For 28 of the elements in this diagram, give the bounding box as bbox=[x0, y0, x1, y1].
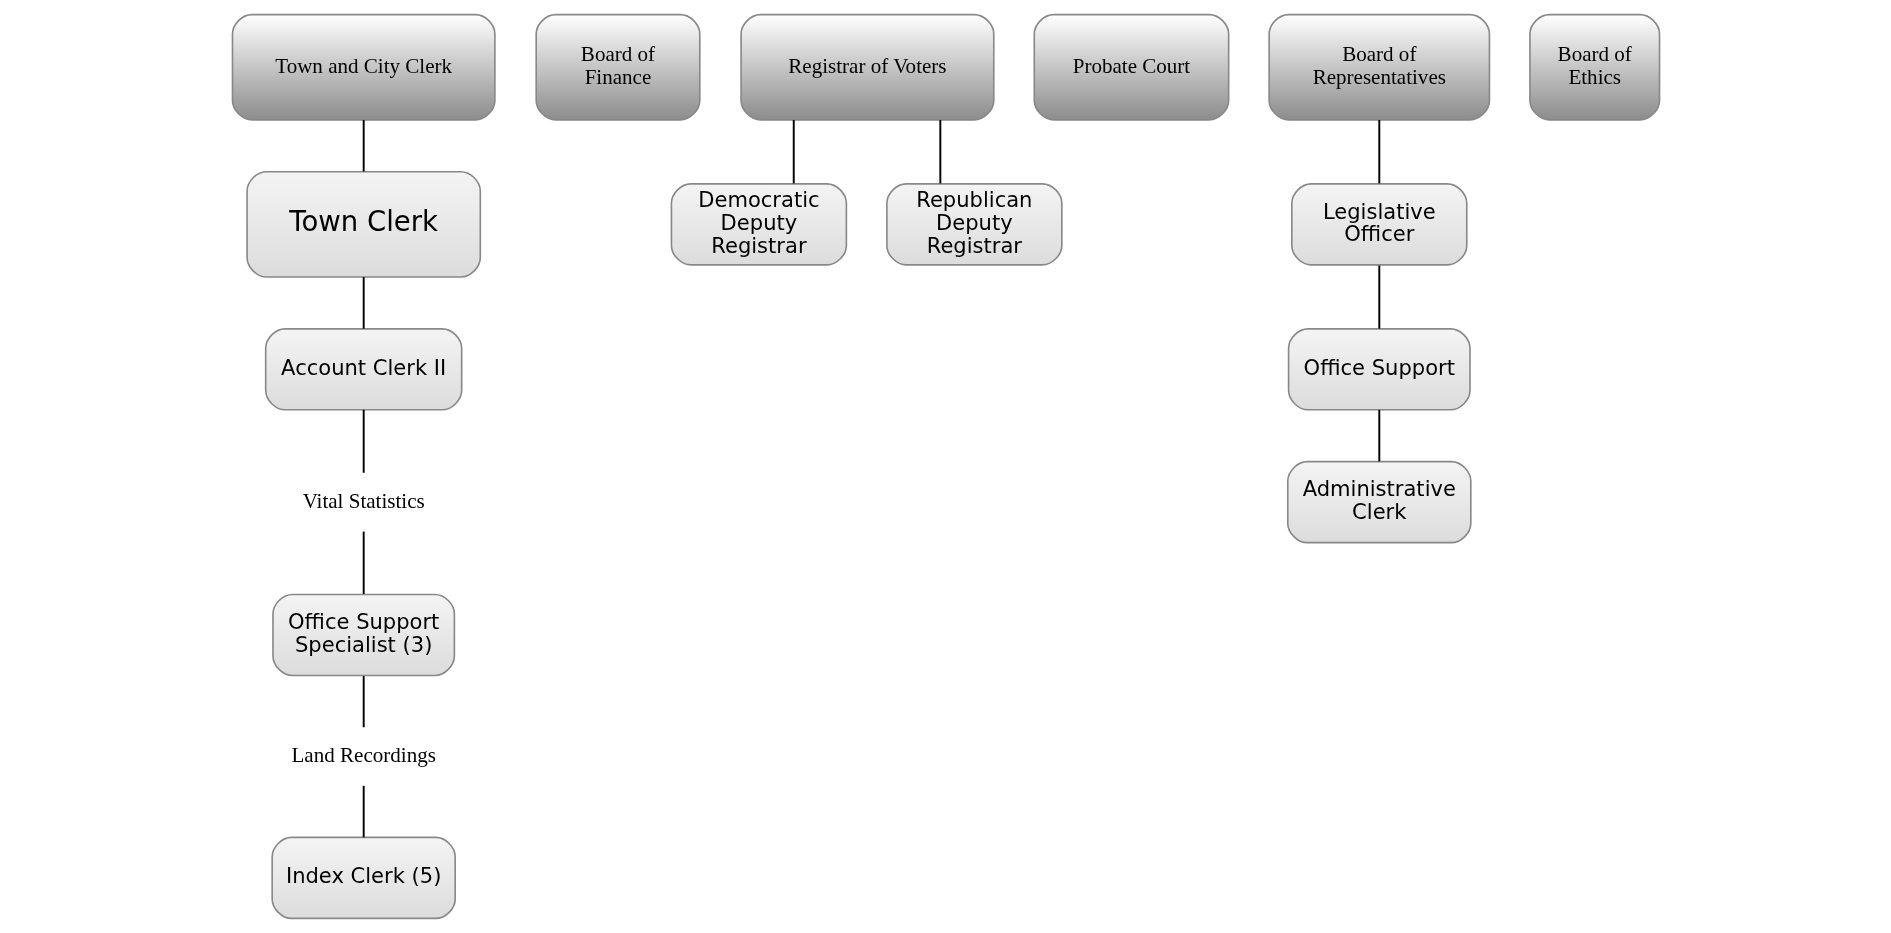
node-box: Board of Representatives bbox=[1267, 13, 1490, 121]
node-box: Office Support Specialist (3) bbox=[271, 593, 455, 677]
node-box: Administrative Clerk bbox=[1286, 460, 1472, 544]
connector bbox=[362, 119, 365, 173]
connector bbox=[1377, 408, 1380, 463]
node-box: Town and City Clerk bbox=[231, 13, 496, 121]
node-box: Office Support bbox=[1287, 328, 1471, 411]
node-box: Index Clerk (5) bbox=[270, 836, 456, 920]
node-box: Democratic Deputy Registrar bbox=[670, 183, 847, 266]
node-box: Registrar of Voters bbox=[739, 13, 995, 121]
node-text: Land Recordings bbox=[291, 742, 436, 767]
node-text: Vital Statistics bbox=[302, 488, 425, 513]
connector bbox=[1377, 119, 1380, 185]
connector bbox=[362, 276, 365, 330]
node-box: Probate Court bbox=[1032, 13, 1229, 121]
connector bbox=[362, 784, 365, 839]
connector bbox=[362, 675, 365, 729]
node-box: Town Clerk bbox=[245, 170, 481, 278]
connector bbox=[1377, 264, 1380, 330]
node-box: Legislative Officer bbox=[1290, 183, 1468, 266]
node-box: Board of Ethics bbox=[1528, 13, 1660, 121]
connector bbox=[362, 530, 365, 595]
node-box: Account Clerk II bbox=[264, 328, 462, 411]
node-box: Board of Finance bbox=[534, 13, 701, 121]
connector bbox=[792, 119, 795, 185]
node-box: Republican Deputy Registrar bbox=[885, 183, 1063, 266]
connector bbox=[362, 408, 365, 474]
connector bbox=[938, 119, 941, 185]
